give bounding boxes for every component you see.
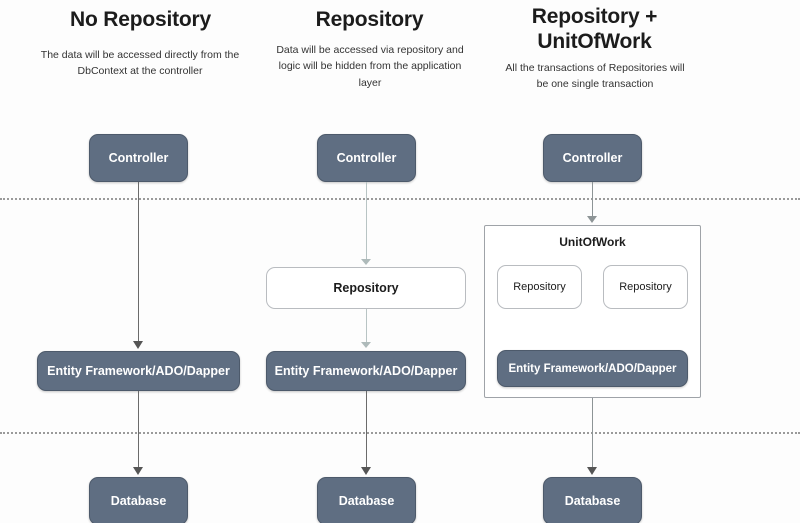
arrowhead-repository-to-data-col2 [361, 342, 371, 348]
node-database-col2: Database [317, 477, 416, 523]
node-controller-col3: Controller [543, 134, 642, 182]
arrowhead-data-to-database-col1 [133, 467, 143, 475]
connector-controller-to-repository-col2 [366, 182, 367, 261]
node-repository-a-col3: Repository [497, 265, 582, 309]
node-data-layer-col2: Entity Framework/ADO/Dapper [266, 351, 466, 391]
column-title-repository: Repository [315, 8, 424, 31]
connector-data-to-database-col2 [366, 391, 367, 469]
node-database-col3: Database [543, 477, 642, 523]
node-data-layer-col3: Entity Framework/ADO/Dapper [497, 350, 688, 387]
node-controller-col2: Controller [317, 134, 416, 182]
arrowhead-unitofwork-to-database-col3 [587, 467, 597, 475]
node-repository-b-col3: Repository [603, 265, 688, 309]
label-unitofwork: UnitOfWork [559, 235, 626, 249]
node-data-layer-col1: Entity Framework/ADO/Dapper [37, 351, 240, 391]
connector-data-to-database-col1 [138, 391, 139, 469]
arrowhead-controller-to-unitofwork-col3 [587, 216, 597, 223]
arrowhead-controller-to-repository-col2 [361, 259, 371, 265]
column-title-repository-unitofwork: Repository + UnitOfWork [531, 5, 658, 53]
column-subtitle-no-repository: The data will be accessed directly from … [40, 49, 240, 78]
connector-repository-to-data-col2 [366, 309, 367, 344]
connector-controller-to-data-col1 [138, 182, 139, 343]
node-controller-col1: Controller [89, 134, 188, 182]
layer-divider-bottom [0, 432, 800, 434]
node-repository-col2: Repository [266, 267, 466, 309]
column-title-no-repository: No Repository [70, 8, 211, 31]
layer-divider-top [0, 198, 800, 200]
connector-unitofwork-to-database-col3 [592, 398, 593, 469]
arrowhead-controller-to-data-col1 [133, 341, 143, 349]
connector-controller-to-unitofwork-col3 [592, 182, 593, 218]
arrowhead-data-to-database-col2 [361, 467, 371, 475]
column-subtitle-repository-unitofwork: All the transactions of Repositories wil… [505, 62, 685, 91]
column-subtitle-repository: Data will be accessed via repository and… [276, 44, 464, 89]
node-database-col1: Database [89, 477, 188, 523]
